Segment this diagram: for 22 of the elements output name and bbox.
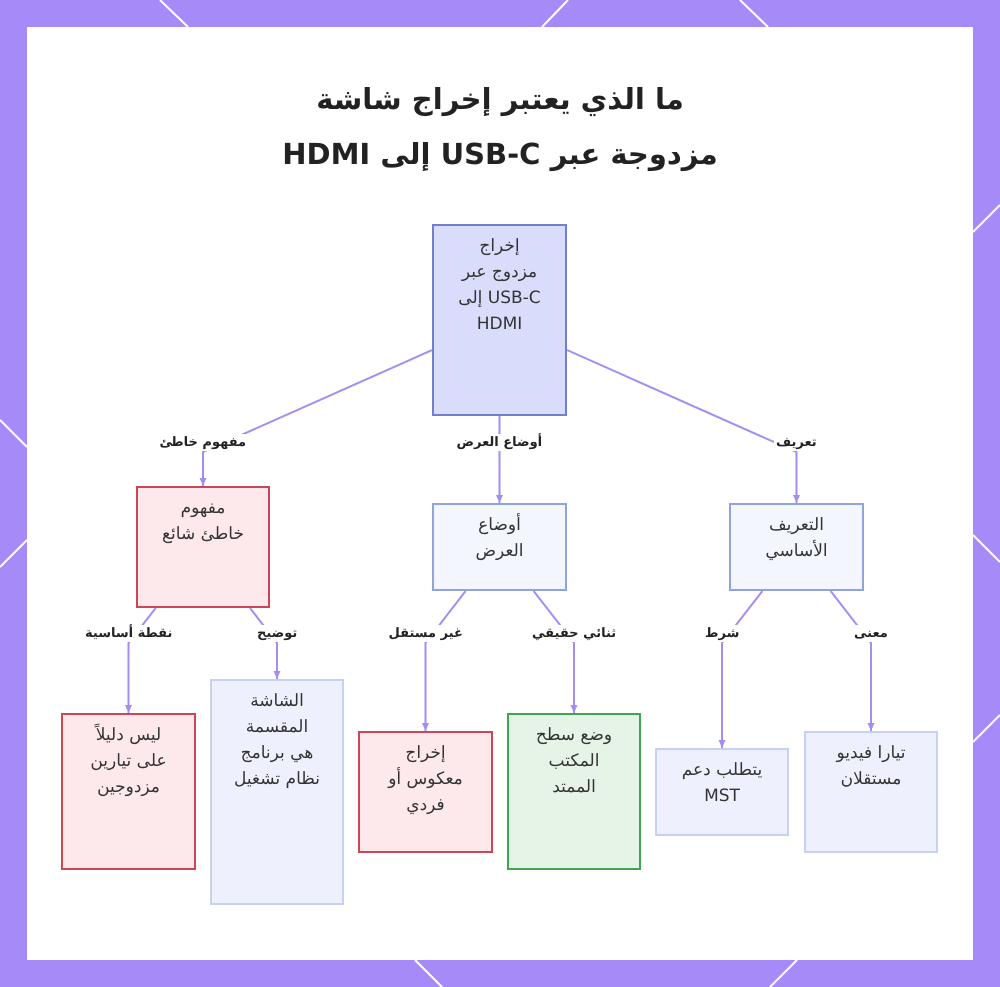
node-box: يتطلب دعم MST: [655, 748, 789, 836]
arrow: [566, 349, 800, 503]
edge-label: ثنائي حقيقي: [530, 624, 618, 642]
node-box: الشاشة المقسمة هي برنامج نظام تشغيل: [210, 679, 344, 905]
node-box: وضع سطح المكتب الممتد: [507, 713, 641, 870]
edge-label: نقطة أساسية: [83, 624, 174, 642]
node-box: ليس دليلاً على تيارين مزدوجين: [61, 713, 196, 870]
node-box: إخراج معكوس أو فردي: [358, 731, 493, 853]
node-box: تيارا فيديو مستقلان: [804, 731, 938, 853]
node-box: التعريف الأساسي: [729, 503, 864, 591]
title: ما الذي يعتبر إخراج شاشة مزدوجة عبر USB-C إلى HDMI: [281, 81, 719, 174]
node-box: مفهوم خاطئ شائع: [136, 486, 270, 608]
arrow: [830, 590, 874, 731]
edge-label: مفهوم خاطئ: [158, 434, 248, 450]
edge-label: معنى: [852, 624, 890, 642]
arrow: [718, 590, 764, 748]
edge-label: توضيح: [255, 624, 300, 642]
node-box: أوضاع العرض: [432, 503, 567, 591]
arrow: [422, 590, 466, 731]
edge-label: شرط: [703, 624, 742, 642]
edge-label: غير مستقل: [386, 624, 465, 642]
node-box: إخراج مزدوج عبر USB-C إلى HDMI: [432, 224, 567, 416]
